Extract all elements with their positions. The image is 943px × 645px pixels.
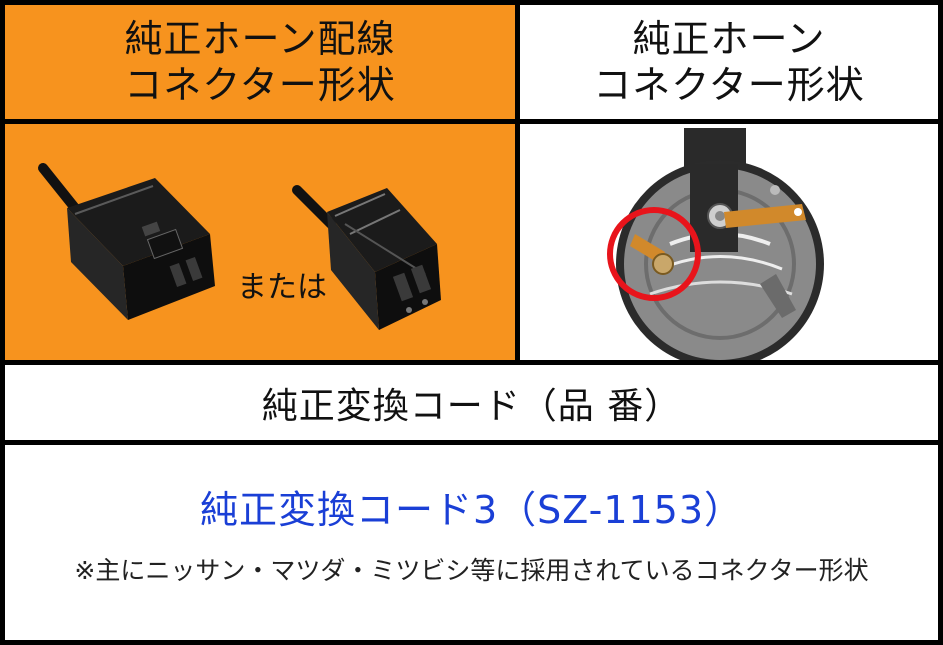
connector-type-b-icon [292,185,441,330]
header-wiring-connector: 純正ホーン配線 コネクター形状 [5,5,515,119]
highlight-circle-icon [607,207,701,301]
header-right-line1: 純正ホーン [632,17,826,61]
connector-image-panel: または [5,124,515,360]
product-name: 純正変換コード3（SZ-1153） [199,488,744,532]
header-right-line2: コネクター形状 [593,63,865,107]
product-note: ※主にニッサン・マツダ・ミツビシ等に採用されているコネクター形状 [74,556,869,585]
horn-image [607,128,824,360]
header-left-line2: コネクター形状 [124,63,396,107]
connector-type-a-icon [38,163,215,320]
section-title: 純正変換コード（品 番） [5,365,938,440]
header-horn-connector: 純正ホーン コネクター形状 [520,5,938,119]
header-left-line1: 純正ホーン配線 [124,17,396,61]
product-info: 純正変換コード3（SZ-1153） ※主にニッサン・マツダ・ミツビシ等に採用され… [5,445,938,640]
horn-image-panel [520,124,938,360]
or-separator-text: または [237,270,327,305]
section-title-text: 純正変換コード（品 番） [261,385,682,427]
